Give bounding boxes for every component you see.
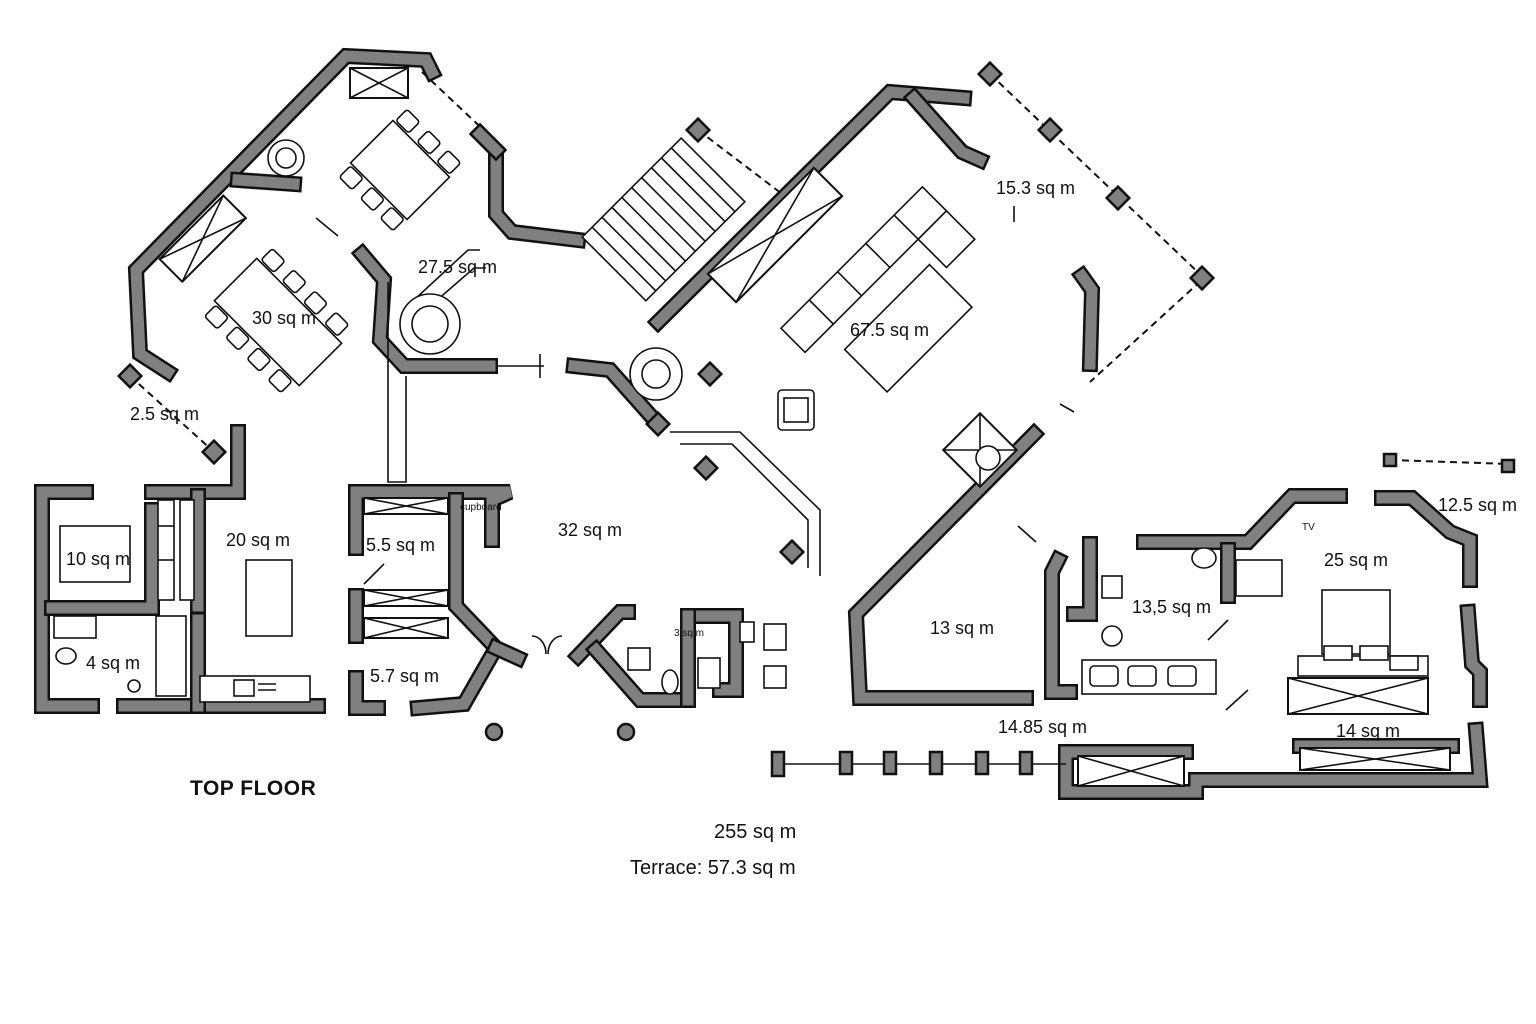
terrace-outlines	[129, 71, 1511, 465]
room-area-25: 25 sq m	[1324, 550, 1388, 570]
room-area-13-5: 13,5 sq m	[1132, 597, 1211, 617]
room-area-27-5: 27.5 sq m	[418, 257, 497, 277]
room-area-20: 20 sq m	[226, 530, 290, 550]
room-area-67-5: 67.5 sq m	[850, 320, 929, 340]
room-area-15-3: 15.3 sq m	[996, 178, 1075, 198]
floor-title: TOP FLOOR	[190, 777, 316, 800]
room-area-12-5: 12.5 sq m	[1438, 495, 1517, 515]
room-area-30: 30 sq m	[252, 308, 316, 328]
terrace-area: Terrace: 57.3 sq m	[630, 857, 796, 879]
room-area-5-5: 5.5 sq m	[366, 535, 435, 555]
storage-units	[158, 67, 1451, 787]
walls	[34, 47, 1489, 800]
room-area-14: 14 sq m	[1336, 721, 1400, 741]
room-area-2-5: 2.5 sq m	[130, 404, 199, 424]
furniture	[53, 109, 1429, 703]
room-area-3: 3 sq m	[674, 628, 704, 639]
room-area-32: 32 sq m	[558, 520, 622, 540]
room-labels: 30 sq m 27.5 sq m 2.5 sq m 67.5 sq m 15.…	[66, 178, 1517, 741]
room-area-14-85: 14.85 sq m	[998, 717, 1087, 737]
doors	[315, 206, 1249, 711]
pillars	[116, 60, 1516, 778]
room-area-5-7: 5.7 sq m	[370, 666, 439, 686]
room-area-13: 13 sq m	[930, 618, 994, 638]
tv-label: TV	[1302, 522, 1315, 533]
total-area: 255 sq m	[714, 821, 796, 843]
room-area-10: 10 sq m	[66, 549, 130, 569]
plant-icon	[267, 139, 683, 401]
cupboard-label: cupboard	[460, 502, 502, 513]
room-area-4: 4 sq m	[86, 653, 140, 673]
plan-titles: TOP FLOOR 255 sq m Terrace: 57.3 sq m	[190, 777, 796, 879]
